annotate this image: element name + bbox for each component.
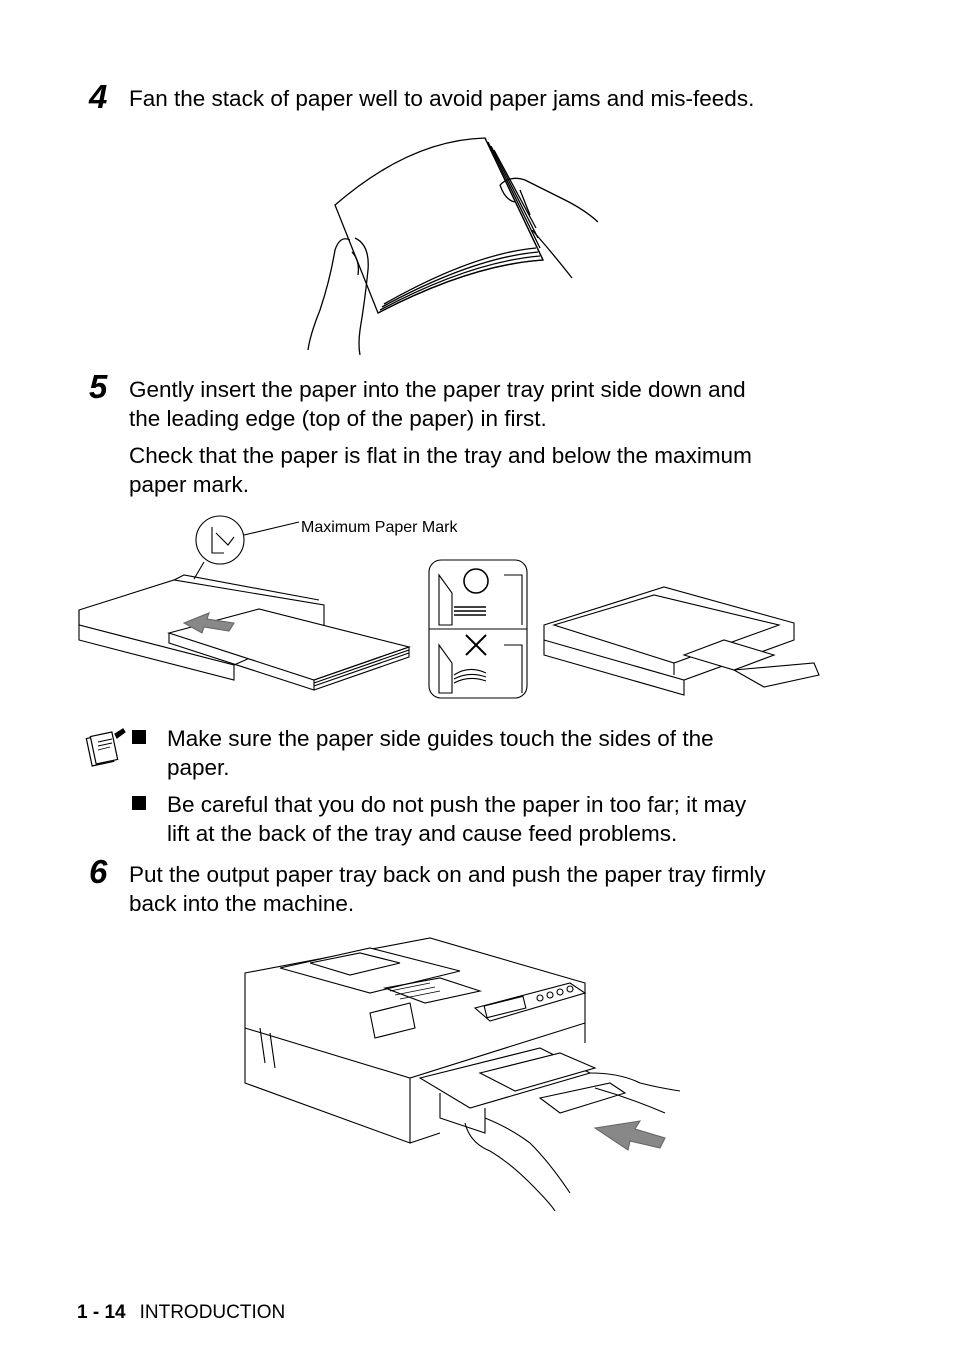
- step-6-number: 6: [89, 853, 108, 890]
- note-1-text: Make sure the paper side guides touch th…: [167, 724, 832, 782]
- step-5-line-2: the leading edge (top of the paper) in f…: [129, 406, 547, 431]
- paper-tray-illustration: [74, 515, 834, 705]
- section-name: INTRODUCTION: [139, 1302, 286, 1323]
- note-icon: [85, 728, 127, 770]
- page-number: 1 - 14: [77, 1302, 126, 1323]
- step-6-line-1: Put the output paper tray back on and pu…: [129, 862, 766, 887]
- check-circle-icon: [463, 568, 489, 594]
- cross-icon: [465, 634, 487, 656]
- note-bullet-1: [132, 730, 146, 744]
- note-2-text: Be careful that you do not push the pape…: [167, 790, 832, 848]
- step-4-text: Fan the stack of paper well to avoid pap…: [129, 84, 834, 113]
- note-2-line-2: lift at the back of the tray and cause f…: [167, 821, 678, 846]
- arrow-icon: [182, 612, 235, 634]
- step-5-check-line-1: Check that the paper is flat in the tray…: [129, 443, 752, 468]
- fan-paper-illustration: [300, 130, 610, 360]
- note-2-line-1: Be careful that you do not push the pape…: [167, 792, 747, 817]
- step-5-check-text: Check that the paper is flat in the tray…: [129, 441, 834, 499]
- step-6-text: Put the output paper tray back on and pu…: [129, 860, 834, 918]
- note-1-line-2: paper.: [167, 755, 230, 780]
- note-1-line-1: Make sure the paper side guides touch th…: [167, 726, 714, 751]
- step-4-line-1: Fan the stack of paper well to avoid pap…: [129, 86, 755, 111]
- step-5-number: 5: [89, 368, 108, 405]
- max-paper-mark-caption: Maximum Paper Mark: [301, 519, 458, 536]
- step-5-line-1: Gently insert the paper into the paper t…: [129, 377, 746, 402]
- step-5-text: Gently insert the paper into the paper t…: [129, 375, 834, 433]
- step-6-line-2: back into the machine.: [129, 891, 355, 916]
- note-bullet-2: [132, 796, 146, 810]
- page-footer: 1 - 14 INTRODUCTION: [77, 1302, 285, 1324]
- step-5-check-line-2: paper mark.: [129, 472, 250, 497]
- machine-illustration: [240, 933, 685, 1213]
- step-4-number: 4: [89, 78, 108, 115]
